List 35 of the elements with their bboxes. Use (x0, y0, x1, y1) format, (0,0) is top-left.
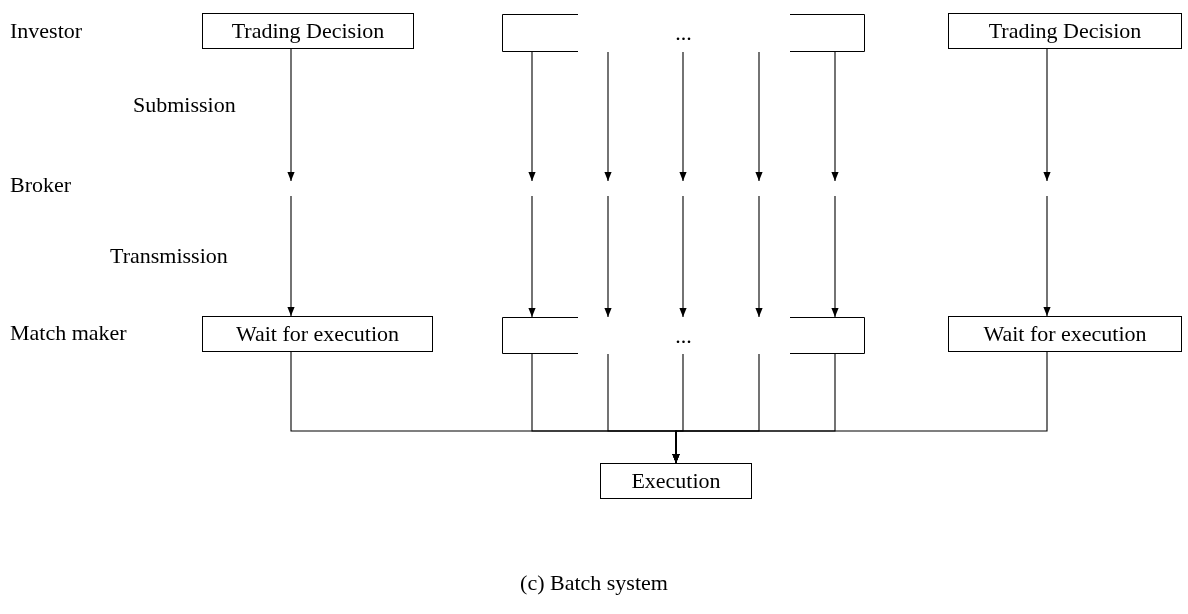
process-box (502, 14, 865, 52)
box-label: Execution (631, 470, 721, 492)
row-label: Broker (10, 172, 72, 198)
arrow (604, 195, 612, 318)
box-label: Trading Decision (988, 20, 1142, 42)
row-label: Investor (10, 18, 83, 44)
row-label: Transmission (110, 243, 228, 269)
arrow (528, 195, 536, 318)
caption: (c) Batch system (519, 570, 669, 596)
arrow (287, 48, 295, 182)
row-label: Match maker (10, 320, 127, 346)
box-label: ... (675, 324, 692, 347)
arrow (755, 51, 763, 182)
box-label: Trading Decision (231, 20, 385, 42)
arrow (1043, 48, 1051, 182)
process-box (600, 463, 752, 499)
box-label: Wait for execution (235, 323, 400, 345)
process-box (948, 316, 1182, 352)
arrow (528, 51, 536, 182)
arrow (679, 195, 687, 318)
arrow (831, 51, 839, 182)
arrow (1043, 195, 1051, 317)
box-label: ... (675, 22, 692, 44)
process-box (202, 316, 433, 352)
process-box (502, 317, 865, 354)
process-box (202, 13, 414, 49)
process-box (948, 13, 1182, 49)
arrow (755, 195, 763, 318)
arrow (287, 195, 295, 317)
arrow (831, 195, 839, 318)
row-label: Submission (133, 92, 236, 118)
arrow (604, 51, 612, 182)
arrow (672, 351, 1048, 464)
arrow (679, 51, 687, 182)
box-label: Wait for execution (983, 323, 1147, 345)
